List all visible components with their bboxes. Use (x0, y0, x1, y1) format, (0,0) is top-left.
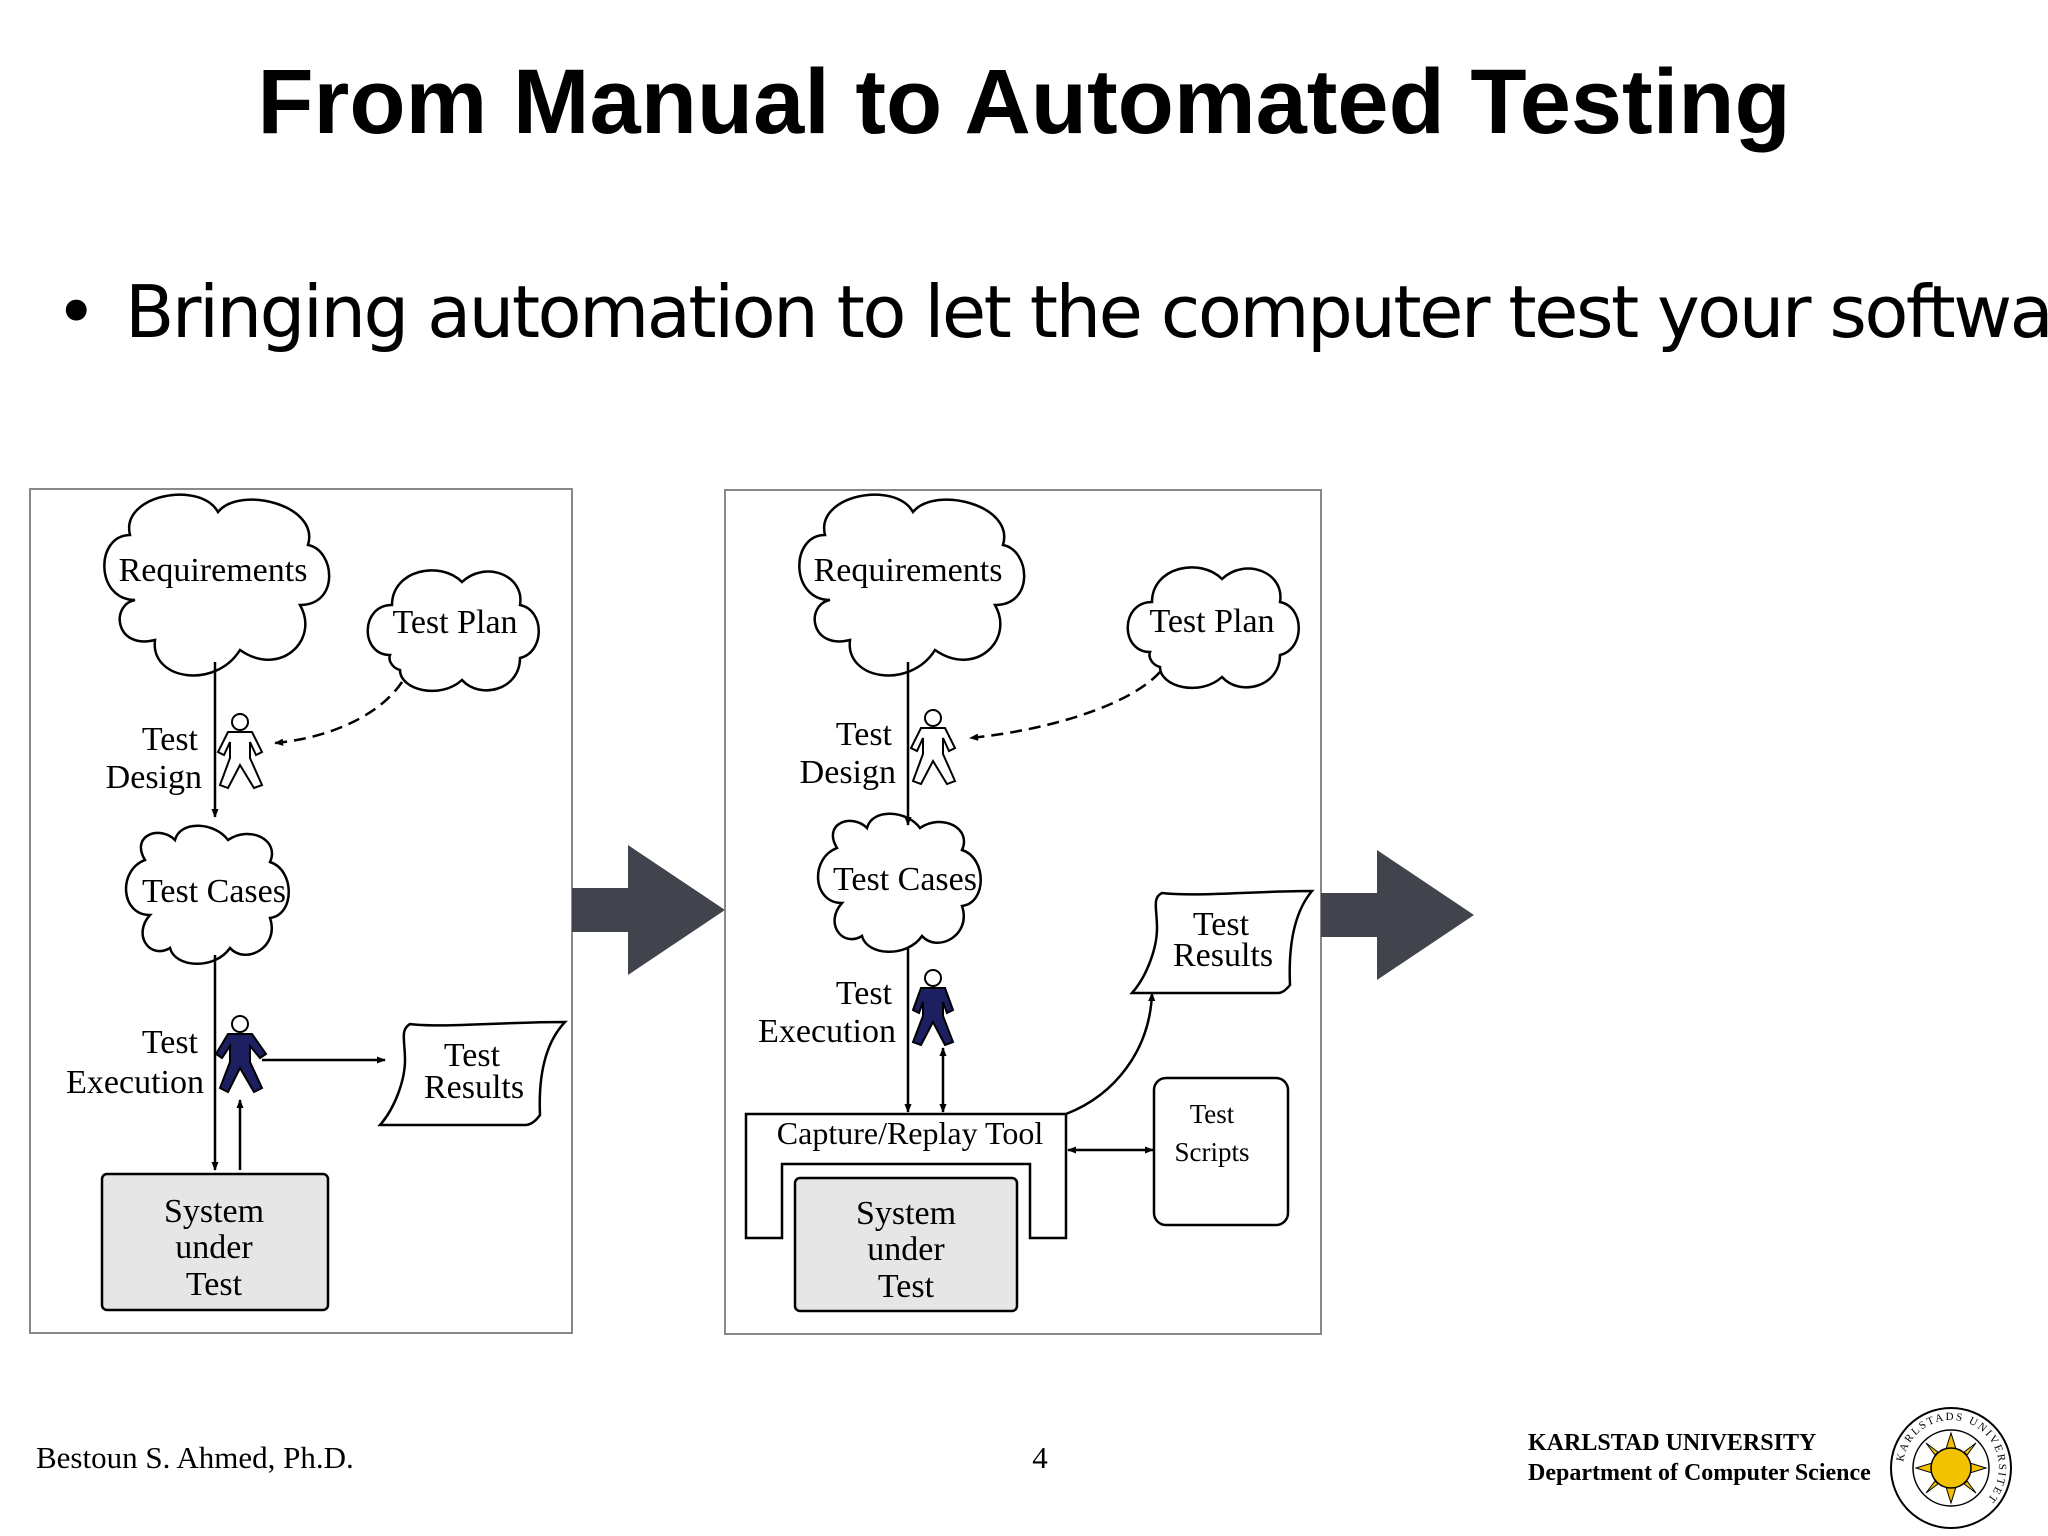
university-name: KARLSTAD UNIVERSITY (1528, 1430, 1817, 1456)
manual-test-results-label-1: Test (444, 1037, 501, 1074)
university-seal-icon: KARLSTADS UNIVERSITET (1890, 1407, 2012, 1529)
transition-arrow-1 (572, 845, 725, 975)
manual-test-designer-icon (216, 713, 264, 790)
manual-test-execution-label-1: Test (142, 1024, 199, 1061)
automated-requirements-label: Requirements (814, 552, 1003, 589)
automated-test-execution-label-1: Test (836, 975, 893, 1012)
automated-results-arrow (1065, 992, 1156, 1116)
manual-test-plan-cloud: Test Plan (366, 569, 540, 693)
manual-sut-label-2: under (175, 1229, 253, 1266)
test-scripts-label-2: Scripts (1174, 1137, 1249, 1167)
bullet-text: Bringing automation to let the computer … (125, 270, 2048, 354)
manual-requirements-cloud: Requirements (103, 493, 331, 677)
test-scripts-label-1: Test (1190, 1099, 1235, 1129)
automated-panel: Requirements Test Plan Test Cases Test D… (724, 489, 1322, 1335)
manual-test-design-label-2: Design (106, 759, 202, 796)
manual-test-results-doc: Test Results (377, 1020, 568, 1127)
automated-test-cases-label: Test Cases (833, 861, 977, 898)
manual-test-execution-label-2: Execution (66, 1064, 204, 1101)
bullet-item: • Bringing automation to let the computer… (55, 270, 2048, 354)
automated-plan-arrow (969, 671, 1161, 741)
automated-requirements-cloud: Requirements (798, 493, 1026, 677)
automated-test-design-label-2: Design (800, 754, 896, 791)
automated-test-designer-icon (909, 709, 957, 786)
manual-sut-box: System under Test (100, 1172, 330, 1312)
manual-test-plan-label: Test Plan (392, 604, 517, 641)
test-scripts-box: Test Scripts (1152, 1076, 1290, 1227)
footer-author: Bestoun S. Ahmed, Ph.D. (36, 1440, 354, 1475)
manual-test-results-label-2: Results (424, 1069, 524, 1106)
automated-test-plan-label: Test Plan (1149, 603, 1274, 640)
page-number: 4 (1032, 1440, 1048, 1475)
automated-tester-icon (911, 969, 955, 1047)
bullet-dot: • (55, 270, 97, 354)
automated-test-plan-cloud: Test Plan (1126, 566, 1300, 690)
automated-sut-label-2: under (867, 1231, 945, 1268)
automated-sut-label-3: Test (878, 1268, 935, 1305)
manual-test-design-label-1: Test (142, 721, 199, 758)
footer-university: KARLSTAD UNIVERSITY Department of Comput… (1528, 1428, 1871, 1488)
automated-test-cases-cloud: Test Cases (816, 812, 982, 953)
slide-title: From Manual to Automated Testing (257, 51, 1791, 153)
manual-sut-label-3: Test (186, 1266, 243, 1303)
manual-test-cases-label: Test Cases (142, 873, 286, 910)
manual-test-cases-cloud: Test Cases (124, 824, 290, 965)
manual-sut-label-1: System (164, 1193, 264, 1230)
automated-test-execution-label-2: Execution (758, 1013, 896, 1050)
automated-test-results-label-2: Results (1173, 937, 1273, 974)
automated-sut-label-1: System (856, 1195, 956, 1232)
automated-test-results-label-1: Test (1193, 906, 1250, 943)
automated-test-design-label-1: Test (836, 716, 893, 753)
manual-tester-icon (214, 1015, 268, 1094)
transition-arrow-2 (1321, 850, 1474, 980)
capture-replay-tool: Capture/Replay Tool (744, 1112, 1068, 1240)
manual-panel: Requirements Test Plan Test Cases Test D… (29, 488, 573, 1334)
department-name: Department of Computer Science (1528, 1460, 1871, 1486)
automated-test-results-doc: Test Results (1129, 889, 1315, 995)
automated-sut-box: System under Test (793, 1176, 1019, 1313)
manual-plan-arrow (274, 681, 404, 746)
manual-requirements-label: Requirements (119, 552, 308, 589)
capture-replay-label: Capture/Replay Tool (777, 1115, 1044, 1151)
